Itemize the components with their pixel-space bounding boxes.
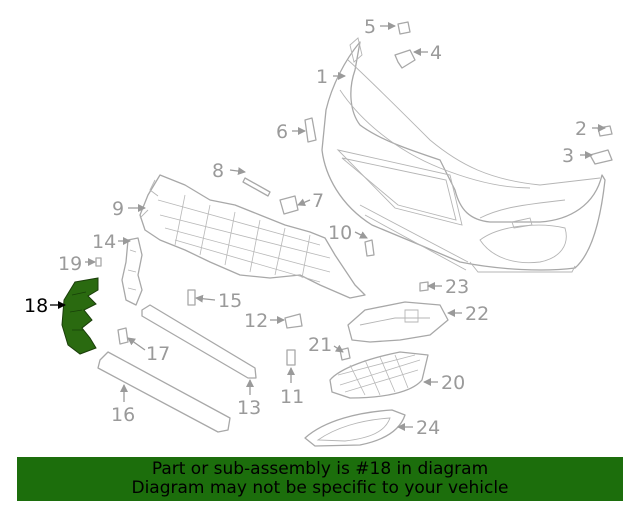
- callout-21: 21: [308, 334, 332, 356]
- callout-15: 15: [218, 290, 242, 312]
- callout-4: 4: [430, 42, 442, 64]
- callout-18: 18: [24, 295, 48, 317]
- callout-3: 3: [562, 145, 574, 167]
- bumper-cover-part: [321, 37, 606, 273]
- callout-6: 6: [276, 121, 288, 143]
- grille-20-part: [329, 351, 429, 399]
- callout-9: 9: [112, 198, 124, 220]
- fog-ring-24-part: [304, 409, 406, 447]
- callout-14: 14: [92, 231, 116, 253]
- callout-19: 19: [58, 253, 82, 275]
- bracket-22-part: [347, 301, 449, 343]
- callout-2: 2: [575, 118, 587, 140]
- banner-line-disclaimer: Diagram may not be specific to your vehi…: [131, 478, 509, 498]
- lower-strip-13-part: [141, 304, 257, 379]
- callout-10: 10: [328, 222, 352, 244]
- callout-23: 23: [445, 276, 469, 298]
- callout-22: 22: [465, 303, 489, 325]
- callout-12: 12: [244, 310, 268, 332]
- callout-5: 5: [364, 16, 376, 38]
- lower-trim-16-part: [97, 351, 231, 433]
- callout-13: 13: [237, 397, 261, 419]
- callout-7: 7: [312, 190, 324, 212]
- callout-labels: 1 2 3 4 5 6 7 8 9 10 11 12 13 14 15 16 1…: [24, 16, 587, 439]
- banner-line-part-number: Part or sub-assembly is #18 in diagram: [151, 459, 489, 479]
- callout-20: 20: [441, 372, 465, 394]
- under-panel-part: [139, 174, 366, 299]
- fasteners: [95, 21, 613, 366]
- callout-17: 17: [146, 343, 170, 365]
- callout-24: 24: [416, 417, 440, 439]
- callout-8: 8: [212, 160, 224, 182]
- callout-11: 11: [280, 386, 304, 408]
- callout-16: 16: [111, 404, 135, 426]
- side-bracket-14-part: [121, 237, 143, 306]
- highlighted-part-18: [61, 277, 99, 355]
- parts-diagram: 1 2 3 4 5 6 7 8 9 10 11 12 13 14 15 16 1…: [24, 16, 613, 447]
- info-banner: Part or sub-assembly is #18 in diagram D…: [17, 457, 623, 501]
- callout-1: 1: [316, 66, 328, 88]
- leader-lines: [50, 22, 606, 431]
